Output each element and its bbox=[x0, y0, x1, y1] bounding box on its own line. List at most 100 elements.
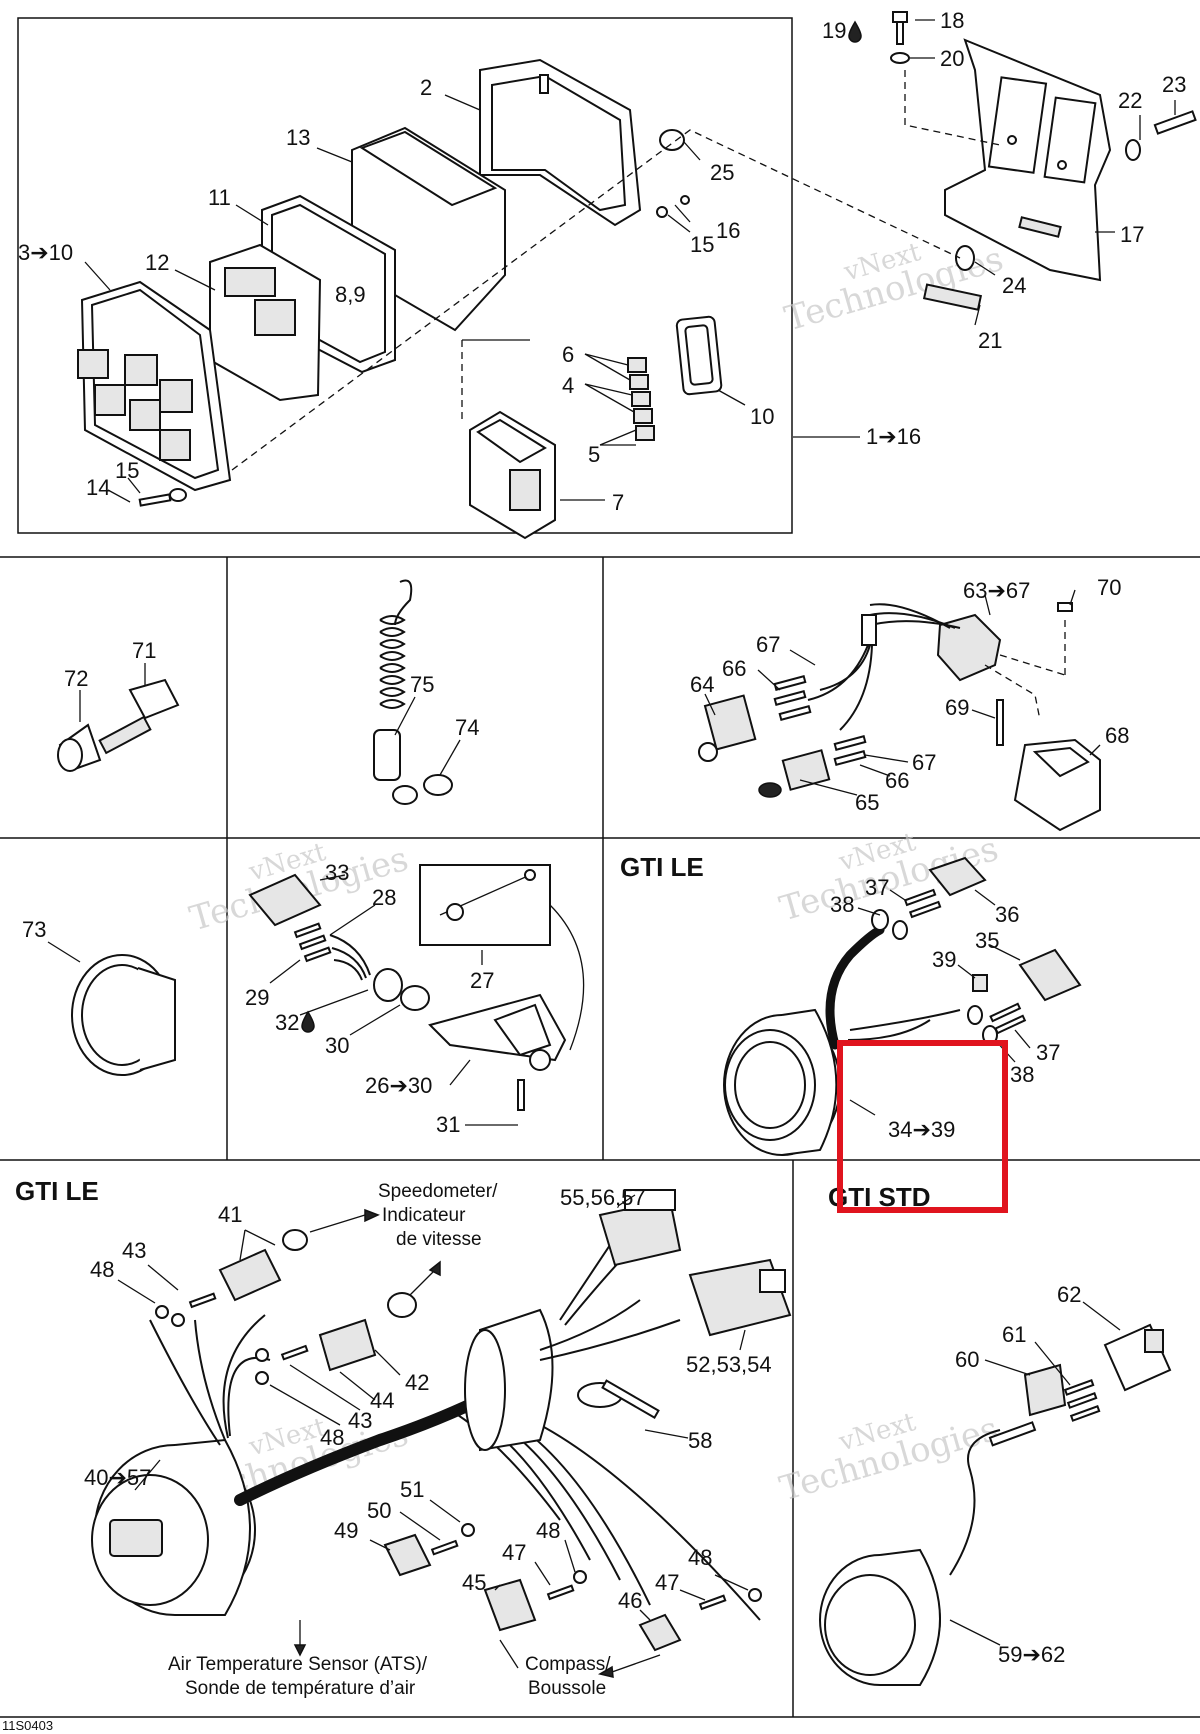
note-compass: Boussole bbox=[528, 1678, 606, 1699]
callout: 39 bbox=[932, 947, 956, 972]
callout: 61 bbox=[1002, 1322, 1026, 1347]
callout: 48 bbox=[688, 1545, 712, 1570]
callout: 67 bbox=[756, 632, 780, 657]
callout: 37 bbox=[865, 875, 889, 900]
callout: 29 bbox=[245, 985, 269, 1010]
callout: 8,9 bbox=[335, 282, 366, 307]
note-speedometer: Speedometer/ bbox=[378, 1181, 498, 1202]
callout: 43 bbox=[348, 1408, 372, 1433]
callout: 65 bbox=[855, 790, 879, 815]
callout: 7 bbox=[612, 490, 624, 515]
callout: 32 bbox=[275, 1010, 299, 1035]
note-ats: Sonde de température d’air bbox=[185, 1678, 416, 1699]
callout: 72 bbox=[64, 666, 88, 691]
callout: 49 bbox=[334, 1518, 358, 1543]
callout: 74 bbox=[455, 715, 479, 740]
safety-lanyard bbox=[373, 579, 461, 805]
callout: 71 bbox=[132, 638, 156, 663]
callout: 51 bbox=[400, 1477, 424, 1502]
diagram-code: 11S0403 bbox=[2, 1718, 53, 1733]
callout: 15 bbox=[115, 458, 139, 483]
callout: 34➔39 bbox=[888, 1117, 955, 1142]
callout: 27 bbox=[470, 968, 494, 993]
watermark-layer: vNext Technologies vNext Technologies vN… bbox=[185, 237, 1007, 1514]
callout: 25 bbox=[710, 160, 734, 185]
callout: 59➔62 bbox=[998, 1642, 1065, 1667]
callout: 58 bbox=[688, 1428, 712, 1453]
callout: 38 bbox=[830, 892, 854, 917]
callout: 6 bbox=[562, 342, 574, 367]
ring-73 bbox=[47, 941, 176, 1076]
callout: 50 bbox=[367, 1498, 391, 1523]
note-speedometer: de vitesse bbox=[396, 1229, 482, 1250]
note-compass: Compass/ bbox=[525, 1654, 611, 1675]
callout: 20 bbox=[940, 46, 964, 71]
callout: 62 bbox=[1057, 1282, 1081, 1307]
callout: 18 bbox=[940, 8, 964, 33]
callout: 40➔57 bbox=[84, 1465, 151, 1490]
section-title: GTI LE bbox=[620, 852, 704, 882]
callout: 33 bbox=[325, 860, 349, 885]
callout: 67 bbox=[912, 750, 936, 775]
callout: 48 bbox=[90, 1257, 114, 1282]
callout: 52,53,54 bbox=[686, 1352, 772, 1377]
callout: 19 bbox=[822, 18, 846, 43]
section-title: GTI LE bbox=[15, 1176, 99, 1206]
callout: 45 bbox=[462, 1570, 486, 1595]
callout: 17 bbox=[1120, 222, 1144, 247]
sensor-71-72 bbox=[57, 663, 180, 772]
callout: 44 bbox=[370, 1388, 394, 1413]
highlight-box bbox=[837, 1040, 1008, 1213]
callout: 14 bbox=[86, 475, 110, 500]
callout: 63➔67 bbox=[963, 578, 1030, 603]
callout: 13 bbox=[286, 125, 310, 150]
callout: 5 bbox=[588, 442, 600, 467]
gauge-59-62 bbox=[819, 1301, 1172, 1686]
callout: 47 bbox=[502, 1540, 526, 1565]
callout: 69 bbox=[945, 695, 969, 720]
callout: 21 bbox=[978, 328, 1002, 353]
callout: 75 bbox=[410, 672, 434, 697]
callout: 46 bbox=[618, 1588, 642, 1613]
callout: 55,56,57 bbox=[560, 1185, 646, 1210]
callout: 38 bbox=[1010, 1062, 1034, 1087]
callout: 35 bbox=[975, 928, 999, 953]
callout: 24 bbox=[1002, 273, 1026, 298]
callout: 31 bbox=[436, 1112, 460, 1137]
callout: 30 bbox=[325, 1033, 349, 1058]
callout: 36 bbox=[995, 902, 1019, 927]
callout: 23 bbox=[1162, 72, 1186, 97]
callout: 66 bbox=[885, 768, 909, 793]
callout: 2 bbox=[420, 75, 432, 100]
callout: 64 bbox=[690, 672, 714, 697]
callout: 15 bbox=[690, 232, 714, 257]
callout: 4 bbox=[562, 373, 574, 398]
electrical-box-assembly bbox=[77, 11, 1197, 540]
gauge-34-39 bbox=[723, 856, 1082, 1156]
callout: 1➔16 bbox=[866, 424, 921, 449]
note-speedometer: Indicateur bbox=[382, 1205, 466, 1226]
callout: 70 bbox=[1097, 575, 1121, 600]
callout: 47 bbox=[655, 1570, 679, 1595]
callout: 73 bbox=[22, 917, 46, 942]
drop-icon bbox=[848, 20, 862, 43]
panel-frames bbox=[0, 17, 1200, 1718]
callout: 10 bbox=[750, 404, 774, 429]
sensor-26-30 bbox=[248, 864, 585, 1126]
callout: 42 bbox=[405, 1370, 429, 1395]
drop-icon bbox=[301, 1010, 315, 1033]
module-63-67 bbox=[698, 589, 1101, 832]
callout: 41 bbox=[218, 1202, 242, 1227]
callout: 28 bbox=[372, 885, 396, 910]
harness-40-57 bbox=[91, 1189, 792, 1678]
callout: 60 bbox=[955, 1347, 979, 1372]
callout: 12 bbox=[145, 250, 169, 275]
callout: 66 bbox=[722, 656, 746, 681]
callout: 43 bbox=[122, 1238, 146, 1263]
callout: 3➔10 bbox=[18, 240, 73, 265]
callout: 48 bbox=[320, 1425, 344, 1450]
callout: 22 bbox=[1118, 88, 1142, 113]
callout: 11 bbox=[208, 185, 231, 210]
note-ats: Air Temperature Sensor (ATS)/ bbox=[168, 1654, 428, 1675]
